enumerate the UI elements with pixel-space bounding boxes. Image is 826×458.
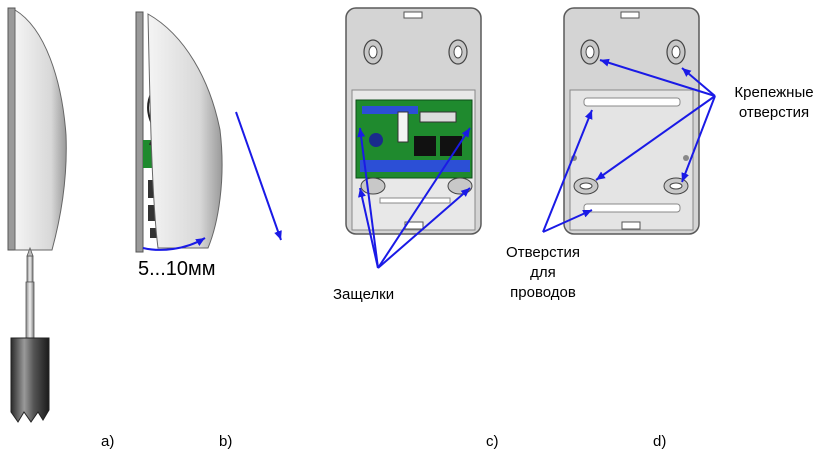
mounting-holes-label-line2: отверстия — [738, 104, 810, 121]
wire-holes-label-line2: для — [530, 264, 556, 281]
latch-arrow — [377, 187, 471, 269]
gap-measurement: 5...10мм — [138, 258, 216, 280]
front-cover — [14, 9, 67, 251]
wire-hole-arrow — [542, 209, 593, 233]
mounting-hole-arrow — [681, 67, 716, 97]
terminal-block — [360, 160, 470, 172]
mounting-hole-arrow — [599, 58, 716, 97]
mounting-hole-arrow — [595, 95, 716, 181]
mounting-holes-label-line1: Крепежные — [734, 84, 814, 101]
panel-d-empty-base — [542, 7, 716, 235]
wire-holes-label-line1: Отверстия — [506, 244, 580, 261]
pull-direction-arrow — [235, 111, 282, 241]
panel-a-detector-side — [7, 7, 67, 251]
wire-slot — [583, 97, 681, 107]
relay — [440, 136, 462, 156]
panel-label-b: b) — [219, 433, 233, 450]
relay — [414, 136, 436, 156]
panel-label-c: c) — [486, 433, 499, 450]
panel-c-open-housing — [345, 7, 482, 269]
base-plate — [7, 7, 16, 251]
panel-label-a: a) — [101, 433, 115, 450]
panel-label-d: d) — [653, 433, 667, 450]
wire-hole-arrow — [542, 109, 593, 233]
panel-b-cover-opening — [135, 11, 282, 253]
screwdriver-icon — [10, 246, 50, 423]
gap-arrow — [142, 237, 206, 251]
buzzer — [369, 133, 383, 147]
wire-holes-label-line3: проводов — [510, 284, 576, 301]
latches-label: Защелки — [333, 286, 395, 303]
mounting-hole-arrow — [681, 95, 716, 183]
base-plate — [135, 11, 144, 253]
latch-arrow — [357, 127, 379, 269]
wire-slot — [583, 203, 681, 213]
latch-arrow — [358, 187, 379, 269]
latch-arrow — [377, 127, 471, 269]
circuit-board-edge — [143, 140, 153, 168]
front-cover — [147, 13, 223, 249]
